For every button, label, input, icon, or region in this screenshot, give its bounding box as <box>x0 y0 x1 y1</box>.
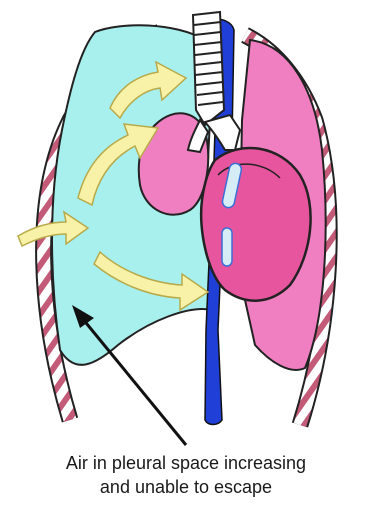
caption-line-1: Air in pleural space increasing <box>0 452 372 474</box>
caption-line-2: and unable to escape <box>0 476 372 498</box>
heart <box>201 148 310 301</box>
